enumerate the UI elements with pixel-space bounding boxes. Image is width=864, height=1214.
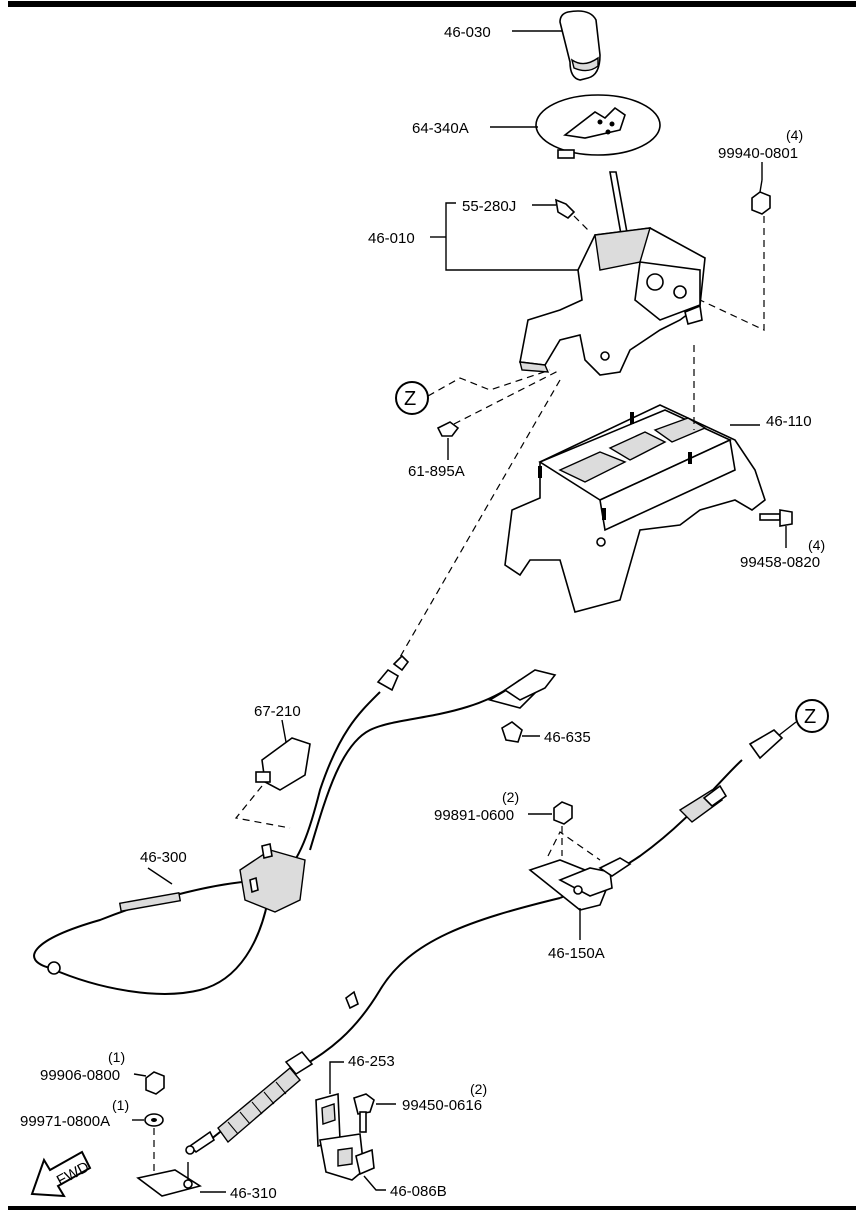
label-46-253: 46-253 (348, 1053, 395, 1070)
cable-46-300-part[interactable] (33, 654, 557, 995)
nut-99906-part[interactable] (145, 1071, 165, 1095)
label-61-895A: 61-895A (408, 463, 465, 480)
qty-99458-0820: (4) (808, 537, 825, 553)
nut-99891-part[interactable] (553, 801, 573, 825)
label-99458-0820: 99458-0820 (740, 554, 820, 571)
label-99971-0800A: 99971-0800A (20, 1113, 110, 1130)
bracket-46-150A-part[interactable] (528, 857, 632, 911)
washer-99971-part[interactable] (144, 1113, 164, 1127)
qty-99940-0801: (4) (786, 127, 803, 143)
reference-z-top: Z (395, 381, 429, 415)
bracket-46-086B-part[interactable] (319, 1133, 375, 1181)
bracket-46-110-part[interactable] (504, 404, 766, 613)
reference-z-right: Z (795, 699, 829, 733)
label-55-280J: 55-280J (462, 198, 516, 215)
shift-cable-46-310-part[interactable] (185, 728, 784, 1155)
label-46-086B: 46-086B (390, 1183, 447, 1200)
switch-67-210-part[interactable] (255, 737, 311, 791)
label-46-010: 46-010 (368, 230, 415, 247)
label-64-340A: 64-340A (412, 120, 469, 137)
z-right-text: Z (804, 706, 816, 728)
indicator-panel-part[interactable] (535, 94, 661, 159)
label-99906-0800: 99906-0800 (40, 1067, 120, 1084)
qty-99971-0800A: (1) (112, 1097, 129, 1113)
bolt-99450-part[interactable] (353, 1093, 375, 1133)
clip-61-895A-part[interactable] (436, 421, 460, 437)
lower-bracket-46-310-part[interactable] (136, 1162, 202, 1197)
qty-99906-0800: (1) (108, 1049, 125, 1065)
clip-46-635-part[interactable] (501, 721, 523, 743)
label-99940-0801: 99940-0801 (718, 145, 798, 162)
qty-99891-0600: (2) (502, 789, 519, 805)
label-46-150A: 46-150A (548, 945, 605, 962)
shift-knob-part[interactable] (559, 10, 601, 81)
label-46-110: 46-110 (766, 413, 812, 430)
label-46-030: 46-030 (444, 24, 491, 41)
nut-99940-part[interactable] (751, 179, 771, 215)
label-99450-0616: 99450-0616 (402, 1097, 482, 1114)
bulb-55-280J-part[interactable] (554, 198, 576, 220)
label-67-210: 67-210 (254, 703, 301, 720)
z-top-text: Z (404, 388, 416, 410)
label-99891-0600: 99891-0600 (434, 807, 514, 824)
forward-direction-icon: FWD (30, 1150, 92, 1198)
label-46-310: 46-310 (230, 1185, 277, 1202)
shifter-assembly-part[interactable] (519, 171, 706, 376)
qty-99450-0616: (2) (470, 1081, 487, 1097)
bolt-99458-part[interactable] (759, 509, 793, 527)
label-46-300: 46-300 (140, 849, 187, 866)
label-46-635: 46-635 (544, 729, 591, 746)
